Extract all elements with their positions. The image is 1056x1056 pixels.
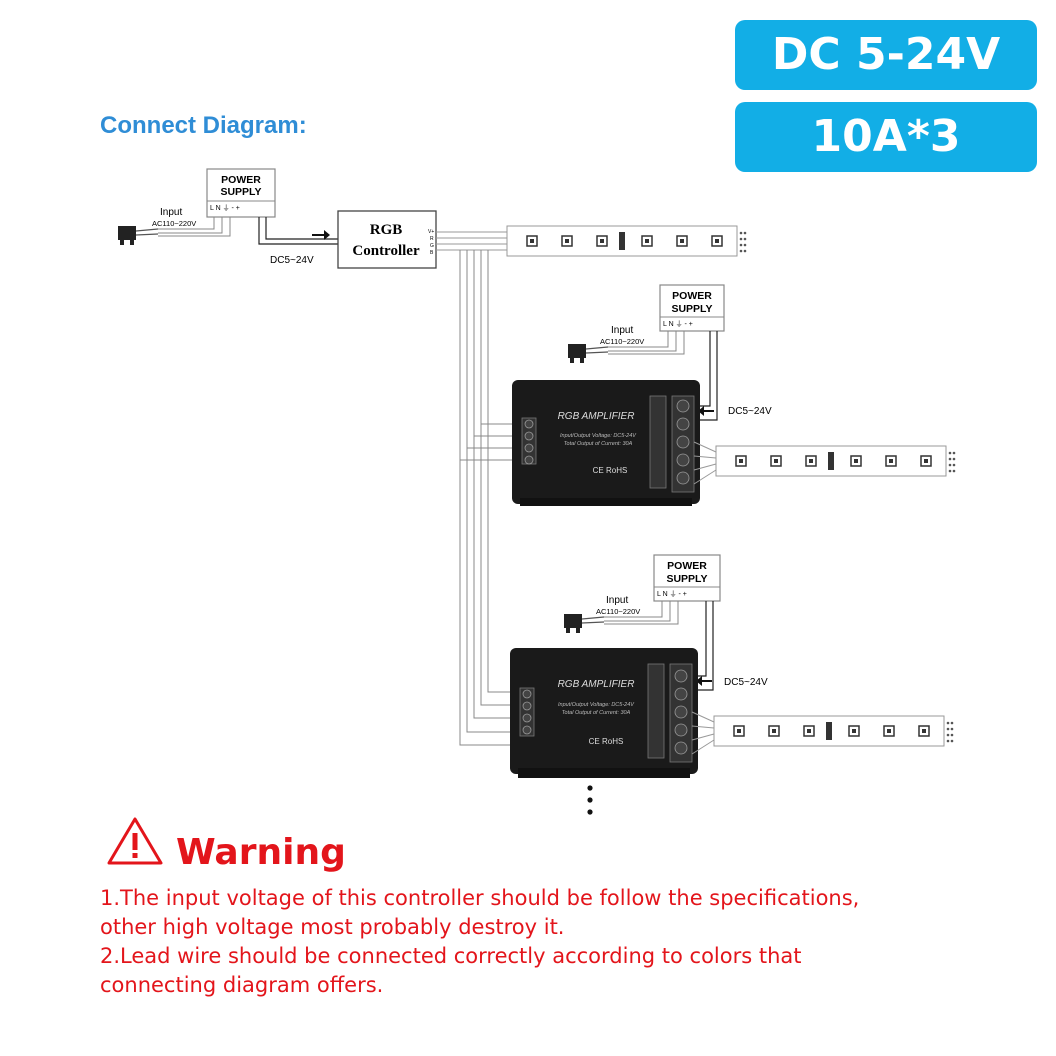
warning-text: 1.The input voltage of this controller s… [100, 884, 859, 1000]
plug-icon [117, 225, 159, 246]
rgb-controller: RGB Controller V+RGB [337, 210, 437, 269]
rgb-amplifier-2: RGB AMPLIFIER Input/Output Voltage: DC5-… [510, 648, 698, 778]
input-range-3: AC110~220V [596, 607, 640, 616]
warning-line: connecting diagram offers. [100, 973, 384, 997]
power-supply-top: POWER SUPPLY L N ⏚ - + [206, 168, 276, 218]
arrow-icon [696, 676, 712, 686]
svg-text:G: G [430, 243, 434, 249]
warning-title: Warning [176, 832, 346, 873]
warning-line: other high voltage most probably destroy… [100, 915, 565, 939]
controller-label-2: Controller [352, 243, 420, 259]
power-supply-2: POWER SUPPLY L N ⏚ - + [659, 284, 725, 332]
rgb-amplifier-1: RGB AMPLIFIER Input/Output Voltage: DC5-… [512, 380, 700, 506]
arrow-icon [312, 230, 330, 240]
amp-1-spec2: Total Output of Current: 30A [564, 441, 633, 447]
ps-top-label-1: POWER [221, 174, 261, 186]
amp-2-spec1: Input/Output Voltage: DC5-24V [558, 702, 635, 708]
ps-top-terminals: L N ⏚ - + [210, 204, 240, 212]
arrow-icon [698, 406, 714, 416]
amp-2-marks: CE RoHS [589, 737, 624, 746]
ps-2-terminals: L N ⏚ - + [663, 320, 693, 328]
input-range-2: AC110~220V [600, 337, 644, 346]
continuation-dots [587, 785, 593, 815]
led-strip-1 [506, 225, 748, 257]
ps-3-terminals: L N ⏚ - + [657, 590, 687, 598]
dc-label-top: DC5~24V [270, 255, 314, 266]
plug-icon [563, 613, 605, 634]
svg-text:B: B [430, 250, 434, 256]
dc-label-3: DC5~24V [724, 677, 768, 688]
controller-label-1: RGB [370, 222, 403, 238]
ps-2-label-2: SUPPLY [671, 303, 712, 315]
amp-2-spec2: Total Output of Current: 30A [562, 710, 631, 716]
amp-1-spec1: Input/Output Voltage: DC5-24V [560, 433, 637, 439]
led-strip-3 [713, 715, 955, 747]
input-label-3: Input [606, 595, 628, 606]
amp-2-title: RGB AMPLIFIER [558, 679, 635, 690]
diagram-title: Connect Diagram: [100, 112, 307, 139]
ps-3-label-2: SUPPLY [666, 573, 707, 585]
input-label-2: Input [611, 325, 633, 336]
amp-1-marks: CE RoHS [593, 466, 628, 475]
input-range-top: AC110~220V [152, 219, 196, 228]
input-label-top: Input [160, 207, 182, 218]
warning-icon [107, 817, 163, 865]
ps-3-label-1: POWER [667, 560, 707, 572]
svg-text:R: R [430, 236, 434, 242]
ps-top-label-2: SUPPLY [220, 186, 261, 198]
warning-line: 1.The input voltage of this controller s… [100, 886, 860, 910]
voltage-badge: DC 5-24V [735, 20, 1037, 90]
plug-icon [567, 343, 609, 364]
current-badge: 10A*3 [735, 102, 1037, 172]
power-supply-3: POWER SUPPLY L N ⏚ - + [653, 554, 721, 602]
amp-1-title: RGB AMPLIFIER [558, 411, 635, 422]
warning-line: 2.Lead wire should be connected correctl… [100, 944, 802, 968]
led-strip-2 [715, 445, 957, 477]
ps-2-label-1: POWER [672, 290, 712, 302]
svg-text:V+: V+ [428, 229, 434, 235]
dc-label-2: DC5~24V [728, 406, 772, 417]
